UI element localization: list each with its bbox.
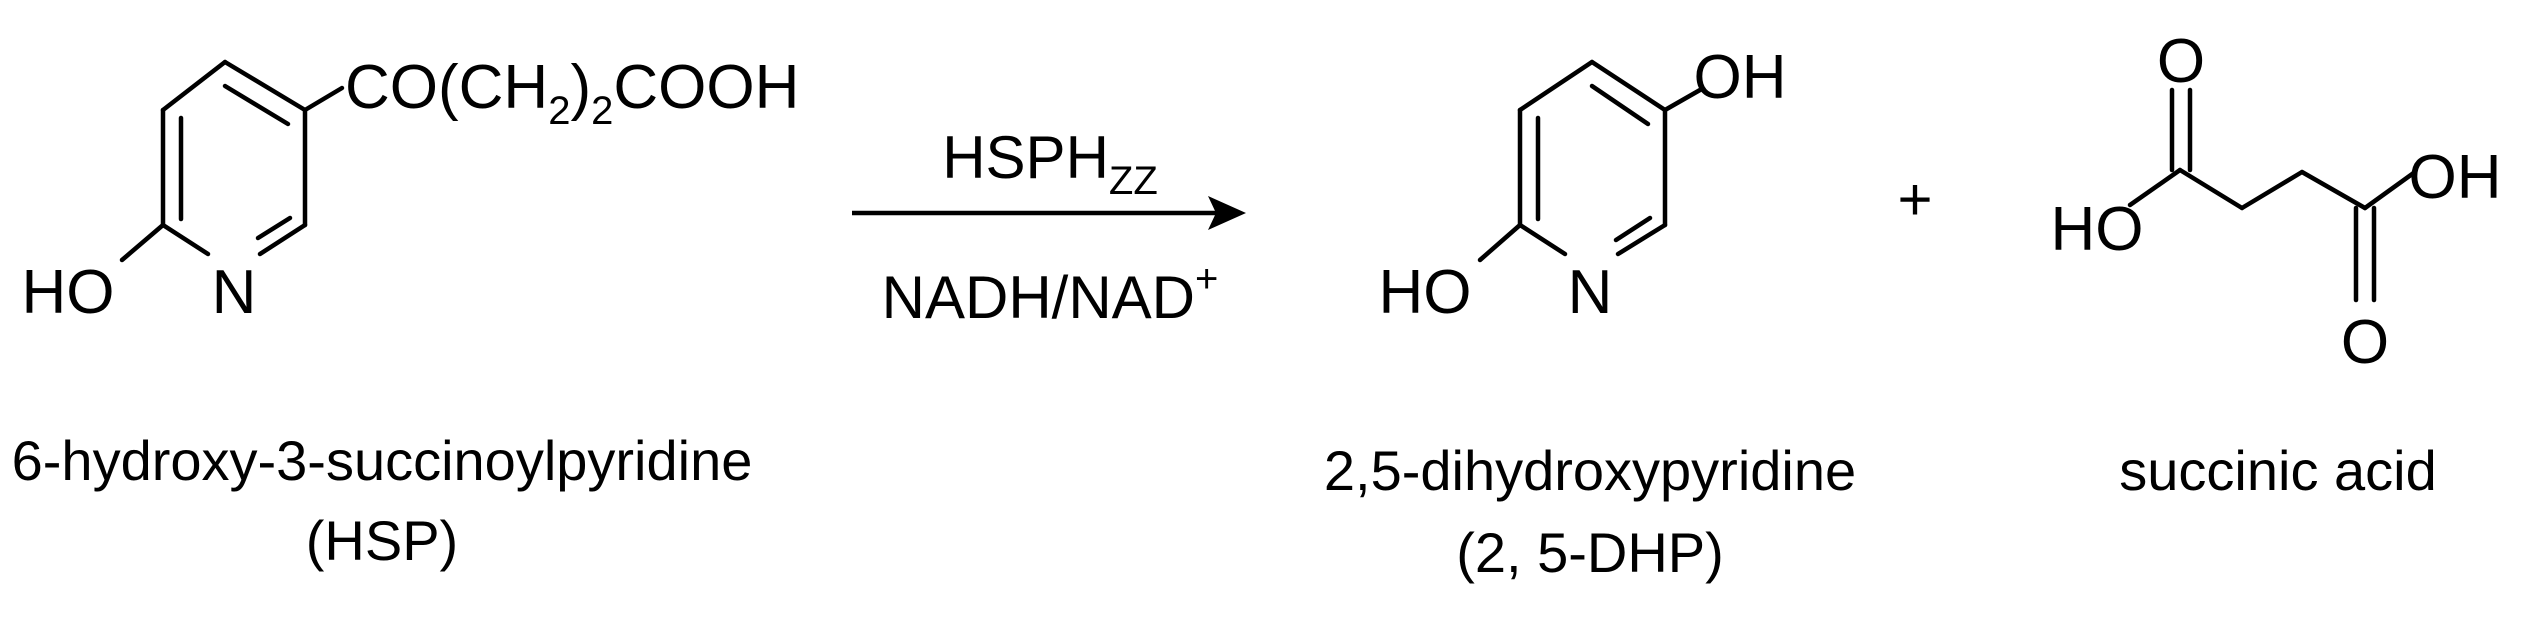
succinic-acid-structure: O O HO OH [2051, 27, 2502, 377]
plus-sign: + [1897, 166, 1932, 233]
hsp-name: 6-hydroxy-3-succinoylpyridine [12, 429, 753, 492]
succinic-chain-bond-2 [2239, 169, 2305, 211]
succinic-top-oxygen-label: O [2157, 27, 2205, 96]
dhp-left-hydroxy-label: HO [1379, 258, 1472, 327]
succinic-left-oh-bond [2127, 167, 2183, 208]
hsp-nitrogen-label: N [212, 258, 257, 327]
enzyme-label: HSPHZZ [942, 124, 1158, 203]
dhp-name: 2,5-dihydroxypyridine [1324, 439, 1856, 502]
succinic-right-oh-bond [2362, 169, 2418, 211]
dhp-nitrogen-label: N [1568, 258, 1613, 327]
dhp-structure: N HO OH [1379, 43, 1787, 327]
dhp-top-hydroxy-label: OH [1694, 43, 1787, 112]
hsp-pyridine-ring [160, 59, 308, 257]
succinic-right-hydroxy-label: OH [2409, 143, 2502, 212]
hsp-hydroxy-bond [119, 222, 166, 263]
dhp-left-hydroxy-bond [1477, 222, 1523, 263]
dhp-abbreviation: (2, 5-DHP) [1456, 521, 1724, 584]
dhp-top-hydroxy-bond [1662, 87, 1703, 113]
succinic-bottom-oxygen-label: O [2341, 308, 2389, 377]
succinic-acid-name: succinic acid [2119, 439, 2436, 502]
hsp-structure: N HO CO(CH2)2COOH [22, 53, 800, 327]
succinic-left-hydroxy-label: HO [2051, 195, 2144, 264]
dhp-pyridine-ring [1517, 59, 1668, 257]
cofactor-label: NADH/NAD+ [882, 257, 1219, 331]
hsp-sidechain-bond [302, 85, 345, 113]
succinic-chain-bond-1 [2177, 167, 2245, 211]
arrow-head [1208, 196, 1246, 230]
hsp-abbreviation: (HSP) [306, 509, 458, 572]
reaction-arrow [852, 196, 1246, 230]
hsp-sidechain-label: CO(CH2)2COOH [345, 53, 799, 133]
hsp-hydroxy-label: HO [22, 258, 115, 327]
succinic-chain-bond-3 [2299, 169, 2368, 211]
